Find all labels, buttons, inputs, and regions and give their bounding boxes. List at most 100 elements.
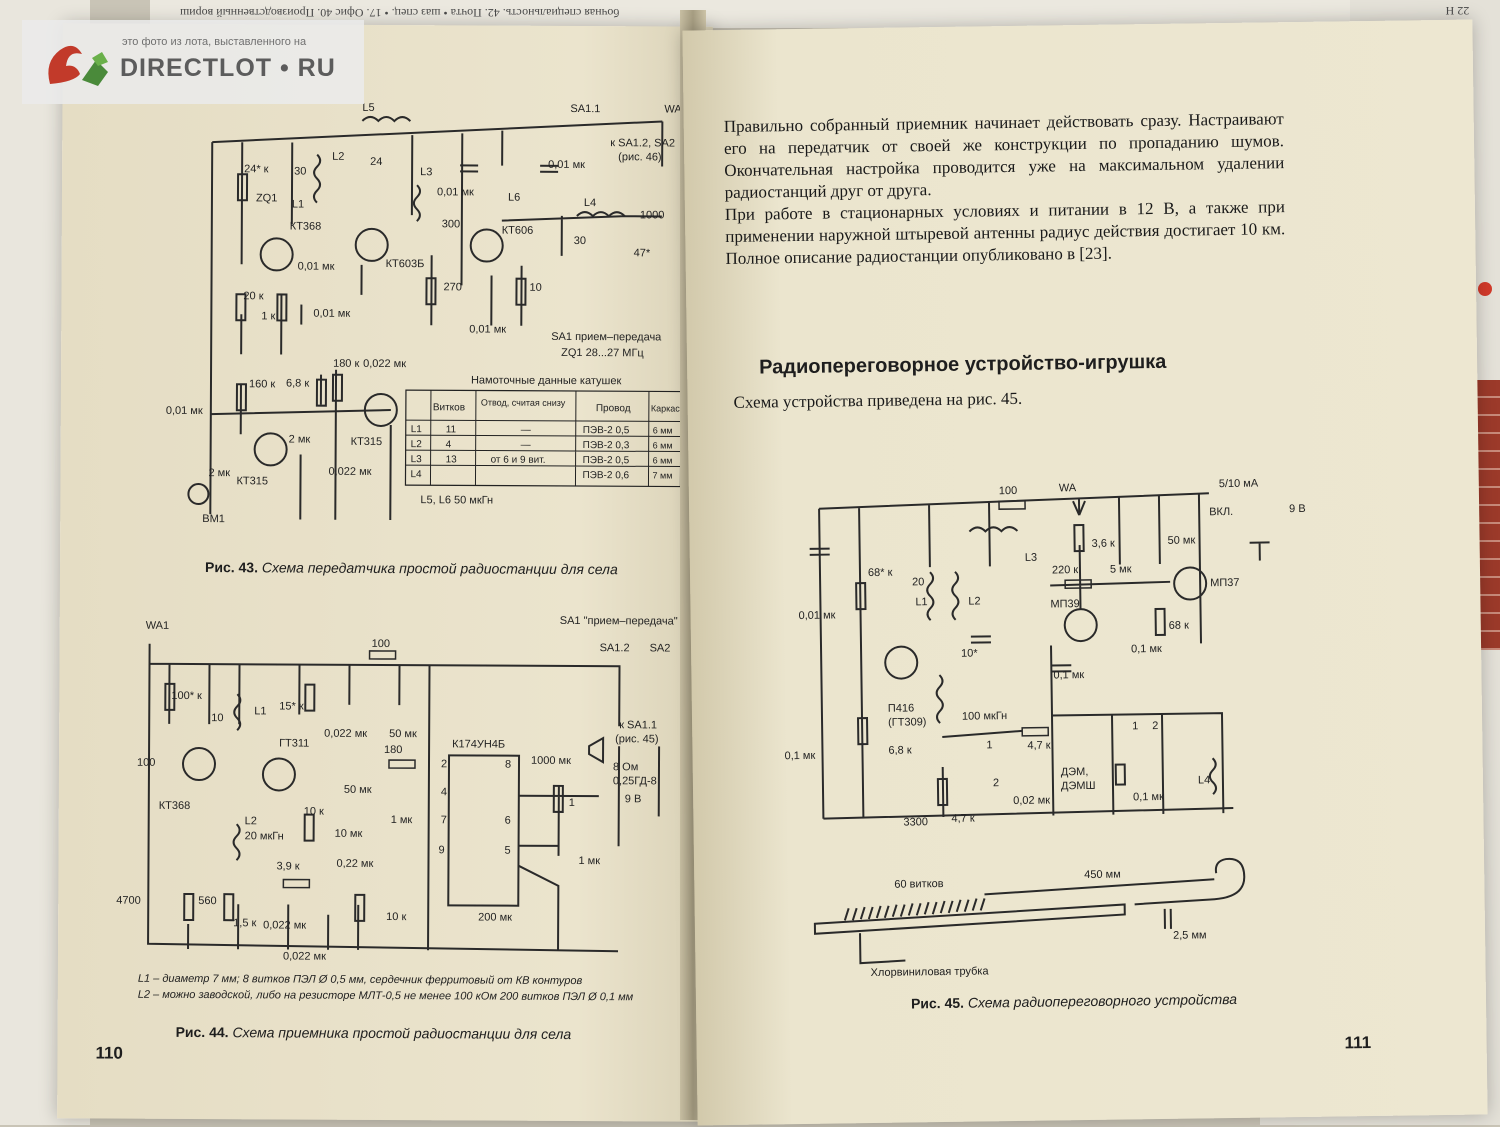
squirrel-logo-icon bbox=[48, 45, 108, 86]
fig44-label: 9 bbox=[439, 844, 445, 856]
fig43-label: 160 к bbox=[249, 378, 275, 390]
fig44-label: КТ368 bbox=[159, 800, 191, 812]
fig45-label: 5/10 мА bbox=[1219, 478, 1259, 491]
fig44-label: 100 bbox=[372, 638, 390, 650]
table-cell: ПЭВ-2 0,3 bbox=[583, 440, 630, 451]
fig45-label: 6,8 к bbox=[888, 744, 912, 756]
fig45-label: 50 мк bbox=[1167, 534, 1195, 546]
table-cell: L2 bbox=[411, 439, 423, 450]
fig45-label: 0,01 мк bbox=[798, 609, 835, 622]
fig44-label: К174УН4Б bbox=[452, 738, 505, 750]
fig43-label: КТ315 bbox=[236, 475, 268, 487]
fig44-label: ГТ311 bbox=[279, 737, 309, 749]
fig44-label: 1,5 к bbox=[233, 917, 256, 929]
fig43-label: 0,01 мк bbox=[437, 186, 474, 198]
fig44-label: 0,22 мк bbox=[336, 858, 373, 870]
fig43-label: 24 bbox=[370, 156, 382, 168]
fig44-label: SA1 "прием–передача" bbox=[560, 615, 678, 628]
fig45-label: L4 bbox=[1198, 774, 1210, 786]
fig43-label: 2 мк bbox=[289, 433, 311, 445]
fig43-label: L2 bbox=[332, 151, 344, 163]
fig43-label: 20 к bbox=[243, 290, 263, 302]
fig45-label: 1 bbox=[1132, 720, 1138, 732]
fig45-label: 0,1 мк bbox=[1131, 643, 1162, 655]
fig45-label: 100 мкГн bbox=[962, 710, 1007, 723]
fig44-label: 50 мк bbox=[389, 728, 417, 740]
fig44-label: SA2 bbox=[650, 642, 671, 654]
fig44-label: L2 bbox=[245, 815, 257, 827]
table-header: Провод bbox=[596, 403, 631, 414]
fig43-schematic bbox=[187, 115, 664, 521]
fig45-label: ВКЛ. bbox=[1209, 506, 1233, 518]
fig45-label: 0,02 мк bbox=[1013, 795, 1050, 808]
fig43-label: КТ606 bbox=[502, 225, 534, 237]
fig45-label: 220 к bbox=[1052, 564, 1079, 576]
fig45-label: 0,1 мк bbox=[784, 750, 815, 762]
right-page-svg: 100 WA 5/10 мА ВКЛ. 9 В 3,6 к 50 мк 68* … bbox=[784, 478, 1305, 980]
fig43-label: (рис. 46) bbox=[618, 151, 661, 163]
fig43-label: 2 мк bbox=[208, 467, 230, 479]
fig43-label: L1 bbox=[292, 199, 304, 211]
fig43-label: 0,01 мк bbox=[313, 308, 350, 320]
fig44-label: 1000 мк bbox=[531, 755, 571, 767]
antenna-turns-label: 60 витков bbox=[894, 878, 944, 891]
fig44-label: 0,022 мк bbox=[263, 919, 306, 931]
fig45-label: 10* bbox=[961, 647, 978, 659]
antenna-labels: 60 витков 450 мм 2,5 мм Хлорвиниловая тр… bbox=[870, 869, 1206, 980]
fig44-label: 20 мкГн bbox=[245, 830, 284, 842]
fig45-schematic bbox=[809, 492, 1270, 820]
fig44-label: 1 мк bbox=[578, 855, 600, 867]
fig45-label: 20 bbox=[912, 576, 924, 588]
fig44-label: 4 bbox=[441, 786, 447, 798]
fig43-label: 180 к bbox=[333, 358, 359, 370]
fig44-label: 50 мк bbox=[344, 784, 372, 796]
fig43-label: 24* к bbox=[244, 163, 269, 175]
fig44-label: 0,25ГД-8 bbox=[613, 775, 657, 787]
table-note: L5, L6 50 мкГн bbox=[420, 494, 493, 506]
fig43-label: 1 к bbox=[261, 310, 275, 322]
fig44-label: 4700 bbox=[116, 895, 141, 907]
fig45-label: МП37 bbox=[1210, 577, 1239, 589]
fig44-label: 3,9 к bbox=[276, 860, 299, 872]
fig45-label: 68 к bbox=[1169, 620, 1189, 632]
fig43-label: 6,8 к bbox=[286, 377, 309, 389]
fig43-label: 1000 bbox=[640, 209, 665, 221]
table-cell: L3 bbox=[411, 454, 423, 465]
page-number-left: 110 bbox=[95, 1043, 123, 1063]
fig45-label: L1 bbox=[915, 596, 927, 608]
watermark-brand: DIRECTLOT • RU bbox=[120, 54, 336, 82]
fig44-label: 180 bbox=[384, 744, 402, 756]
winding-table: Намоточные данные катушек Витков Отвод, … bbox=[404, 374, 682, 507]
fig44-label: 200 мк bbox=[478, 911, 512, 923]
fig43-label: ZQ1 28...27 МГц bbox=[561, 347, 644, 359]
fig45-label: ДЭМ, bbox=[1061, 766, 1089, 778]
fig44-label: 10 к bbox=[304, 806, 324, 818]
fig45-label: 3,6 к bbox=[1092, 538, 1116, 550]
fig44-label: (рис. 45) bbox=[615, 733, 658, 745]
fig44-label: SA1.2 bbox=[600, 642, 630, 654]
fig43-label: L6 bbox=[508, 192, 520, 204]
fig43-label: 0,01 мк bbox=[298, 261, 335, 273]
fig44-label: 10 мк bbox=[335, 828, 363, 840]
fig44-label: 8 Ом bbox=[613, 761, 638, 773]
fig45-label: 100 bbox=[999, 485, 1018, 497]
fig44-label: L1 bbox=[254, 705, 266, 717]
table-cell: L4 bbox=[410, 469, 422, 480]
table-header: Витков bbox=[433, 402, 465, 413]
fig44-note-l1: L1 – диаметр 7 мм; 8 витков ПЭЛ Ø 0,5 мм… bbox=[137, 972, 583, 988]
table-title: Намоточные данные катушек bbox=[471, 374, 622, 387]
table-cell: 11 bbox=[446, 424, 457, 435]
table-cell: 7 мм bbox=[652, 470, 672, 480]
table-cell: ПЭВ-2 0,5 bbox=[583, 425, 630, 436]
antenna-tube-label: Хлорвиниловая трубка bbox=[870, 965, 989, 979]
fig43-label: КТ603Б bbox=[386, 258, 425, 270]
table-cell: ПЭВ-2 0,5 bbox=[583, 455, 630, 466]
fig44-label: 560 bbox=[198, 895, 216, 907]
fig45-label: 0,1 мк bbox=[1053, 669, 1084, 681]
fig45-label: П416 bbox=[888, 702, 914, 714]
table-header: Отвод, считая снизу bbox=[481, 397, 566, 407]
page-111: Правильно собранный приемник начинает де… bbox=[682, 19, 1488, 1126]
fig44-labels: WA1 SA1 "прием–передача" 100 SA1.2 SA2 1… bbox=[116, 615, 678, 963]
fig44-label: 0,022 мк bbox=[283, 950, 326, 962]
table-cell: L1 bbox=[411, 424, 423, 435]
